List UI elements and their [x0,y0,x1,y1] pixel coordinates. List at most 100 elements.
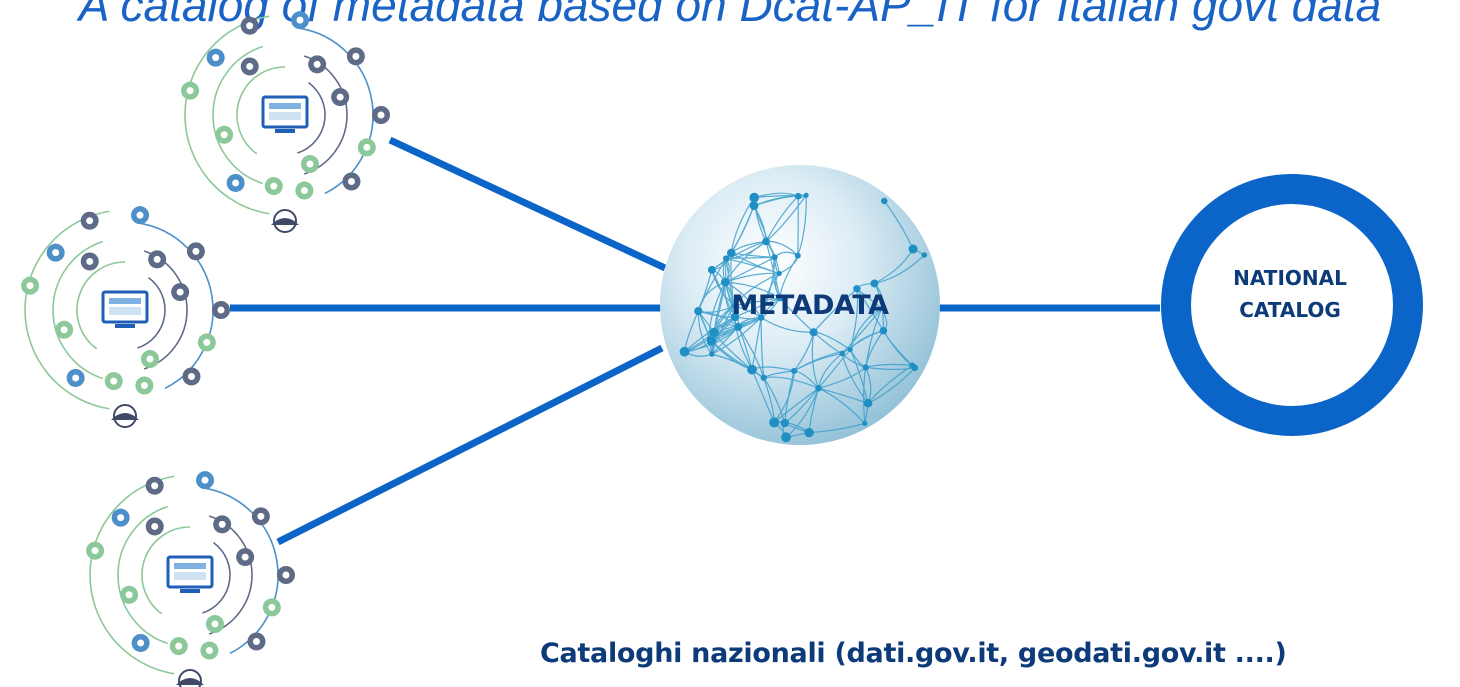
network-node [794,252,801,259]
network-link [841,308,882,354]
national-catalog-label: NATIONAL CATALOG [1205,262,1375,326]
network-node [803,192,809,198]
network-node [726,248,736,258]
orbit-arc [212,45,263,185]
service-node-glyph [175,642,183,650]
service-node-glyph [176,288,184,296]
network-link [849,308,882,350]
service-node-glyph [91,547,99,555]
data-ecosystem-icon [86,471,295,687]
monitor-screen [269,103,301,109]
network-node [863,399,873,408]
service-node-glyph [377,111,385,119]
network-node [734,323,743,331]
metadata-sphere [660,165,940,445]
orbit-arc [76,261,126,350]
service-node-glyph [187,372,195,380]
service-node-glyph [153,255,161,263]
service-node-glyph [136,211,144,219]
national-catalog-label-line1: NATIONAL [1233,266,1347,290]
connector-line-top [388,136,667,272]
network-link [697,311,713,355]
national-catalogs-caption: Cataloghi nazionali (dati.gov.it, geodat… [540,638,1287,669]
network-link [856,288,884,332]
service-node-glyph [270,182,278,190]
graduation-cap-icon [111,413,139,420]
network-node [720,277,730,287]
orbit-arc [89,475,175,675]
service-node-glyph [151,482,159,490]
monitor-screen [109,298,141,304]
service-node-glyph [306,160,314,168]
service-node-glyph [282,571,290,579]
metadata-label: METADATA [731,290,889,321]
network-link [867,367,916,404]
network-link [760,317,814,333]
network-link [865,366,915,371]
service-node-glyph [268,603,276,611]
network-node [862,420,868,427]
service-node-glyph [313,60,321,68]
orbit-arc [52,240,103,380]
network-link [793,352,843,372]
graduation-cap-ring [178,669,202,687]
service-node-glyph [203,338,211,346]
network-link [763,377,786,424]
network-link [818,349,851,389]
service-node-glyph [347,177,355,185]
network-node [862,364,869,371]
service-node-glyph [72,374,80,382]
service-node-glyph [151,522,159,530]
service-node-glyph [232,179,240,187]
data-ecosystem-icon [21,206,230,428]
network-node [694,306,703,316]
network-link [765,195,799,242]
service-node-glyph [186,87,194,95]
data-ecosystem-icon [181,11,390,233]
network-link [797,195,807,256]
network-node [911,364,919,372]
service-node-glyph [201,476,209,484]
graduation-cap-ring [113,404,137,428]
graduation-cap-ring [273,209,297,233]
monitor-screen [174,572,206,580]
network-link [725,281,781,299]
network-node [762,237,770,246]
orbit-arc [297,81,326,154]
service-node-glyph [137,639,145,647]
service-node-glyph [117,514,125,522]
network-node [730,312,740,322]
service-node-glyph [252,637,260,645]
network-link [711,317,762,355]
monitor-stand [115,324,135,328]
network-node [908,244,918,254]
service-node-glyph [352,52,360,60]
service-node-glyph [60,326,68,334]
network-link [818,366,867,389]
network-link [765,241,781,299]
service-node-glyph [217,306,225,314]
service-node-glyph [246,22,254,30]
network-link [865,363,913,368]
network-node [731,303,737,309]
network-link [863,367,867,424]
service-node-glyph [110,377,118,385]
network-link [883,200,914,250]
network-node [791,367,798,374]
service-node-glyph [52,249,60,257]
network-node [839,350,846,357]
service-node-glyph [212,54,220,62]
service-node-glyph [218,520,226,528]
network-node [781,432,791,443]
service-node-glyph [336,93,344,101]
graduation-cap-icon [271,218,299,225]
monitor-screen [174,563,206,569]
network-link [725,272,780,283]
network-node [709,327,719,338]
network-node [847,347,853,353]
network-node [747,364,757,375]
monitor-screen [269,112,301,120]
network-link [809,422,865,434]
service-node-glyph [296,16,304,24]
